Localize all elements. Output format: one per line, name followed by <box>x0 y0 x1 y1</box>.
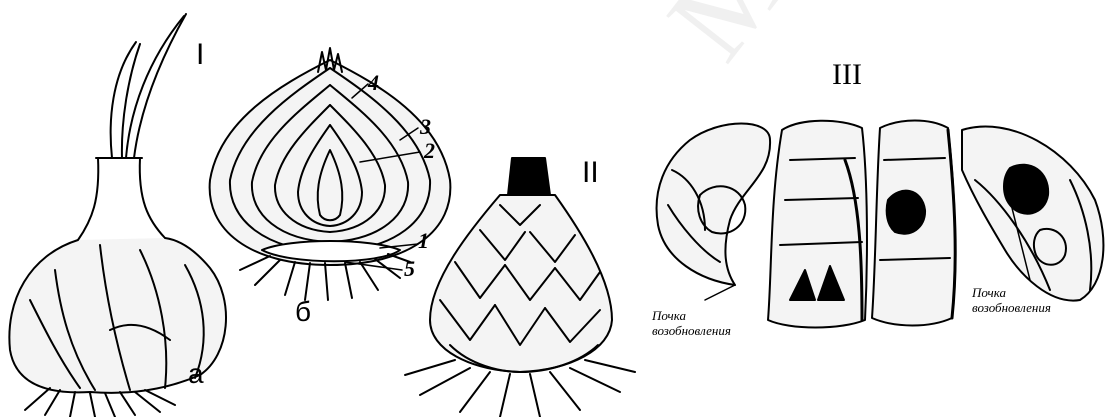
rhizome-2-drawing <box>768 121 867 328</box>
part-number-1: 1 <box>418 230 429 252</box>
rhizome-4-drawing <box>962 126 1103 300</box>
bulb-a-drawing <box>9 14 226 417</box>
panel-label-iii: III <box>832 60 862 90</box>
caption-bud-left-line-1: Почка <box>652 308 731 323</box>
caption-bud-right-line-2: возобновления <box>972 300 1051 315</box>
caption-bud-right: Почка возобновления <box>972 285 1051 315</box>
part-number-2: 2 <box>424 140 435 162</box>
caption-bud-right-line-1: Почка <box>972 285 1051 300</box>
part-number-4: 4 <box>368 72 379 94</box>
caption-bud-left-line-2: возобновления <box>652 323 731 338</box>
part-number-5: 5 <box>404 258 415 280</box>
panel-label-ii: II <box>582 158 599 188</box>
panel-label-b: б <box>295 298 311 326</box>
rhizome-1-drawing <box>657 124 771 301</box>
panel-label-a: а <box>188 360 204 388</box>
rhizome-3-drawing <box>872 121 955 326</box>
caption-bud-left: Почка возобновления <box>652 308 731 338</box>
part-number-3: 3 <box>420 116 431 138</box>
panel-label-i: I <box>196 40 204 70</box>
